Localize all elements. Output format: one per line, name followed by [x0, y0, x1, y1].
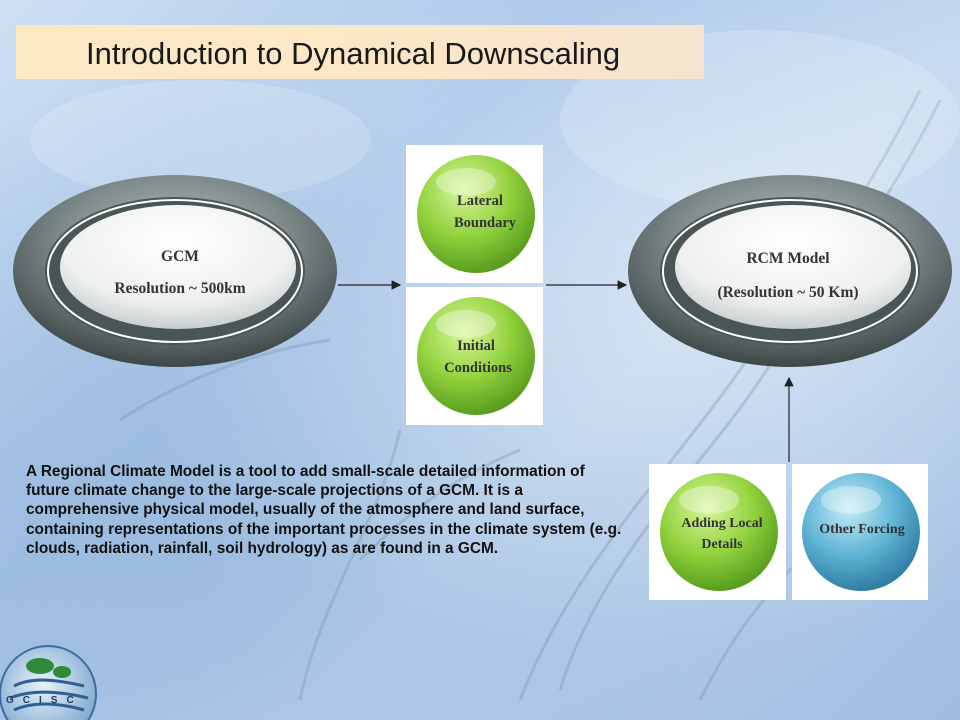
initial-line-2: Conditions [444, 360, 512, 376]
description-text: A Regional Climate Model is a tool to ad… [26, 463, 622, 557]
adding-local-details-label: Adding Local Details [660, 513, 784, 555]
page-title: Introduction to Dynamical Downscaling [86, 36, 621, 71]
rcm-label: RCM Model (Resolution ~ 50 Km) [678, 240, 898, 312]
gcm-resolution: Resolution ~ 500km [114, 280, 246, 297]
rcm-name: RCM Model [746, 250, 830, 267]
gcisc-logo: GCISC [0, 645, 97, 720]
rcm-node [628, 175, 952, 367]
local-line-1: Adding Local [681, 516, 763, 531]
initial-conditions-label: Initial Conditions [416, 335, 536, 379]
adding-local-details-ball [660, 473, 778, 591]
lateral-line-2: Boundary [453, 215, 517, 231]
local-line-2: Details [701, 537, 743, 552]
lateral-boundary-ball [417, 155, 535, 273]
gcm-node [13, 175, 337, 367]
svg-text:GCISC: GCISC [6, 695, 83, 706]
gcm-name: GCM [161, 248, 199, 265]
gcm-label: GCM Resolution ~ 500km [80, 238, 280, 308]
other-line: Other Forcing [819, 522, 905, 537]
initial-conditions-ball [417, 297, 535, 415]
initial-line-1: Initial [457, 338, 495, 354]
other-forcing-label: Other Forcing [800, 519, 924, 540]
rcm-resolution: (Resolution ~ 50 Km) [717, 284, 859, 301]
lateral-line-1: Lateral [457, 193, 503, 209]
other-forcing-ball [802, 473, 920, 591]
title-bar: Introduction to Dynamical Downscaling [16, 25, 704, 79]
lateral-boundary-label: Lateral Boundary [420, 190, 540, 234]
